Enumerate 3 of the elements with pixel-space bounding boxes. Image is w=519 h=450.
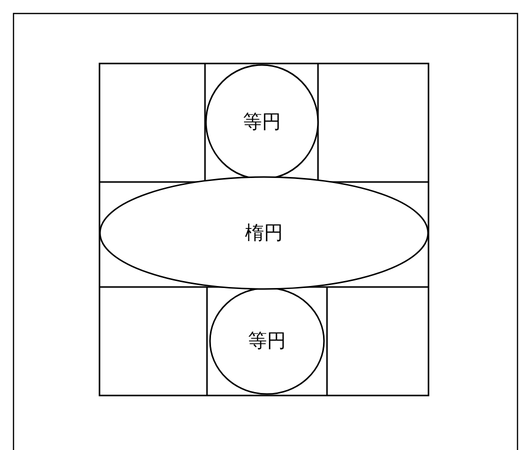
shape-label: 楕円 [245, 221, 283, 246]
shape-label: 等円 [248, 329, 286, 354]
shape-label: 等円 [243, 110, 281, 135]
